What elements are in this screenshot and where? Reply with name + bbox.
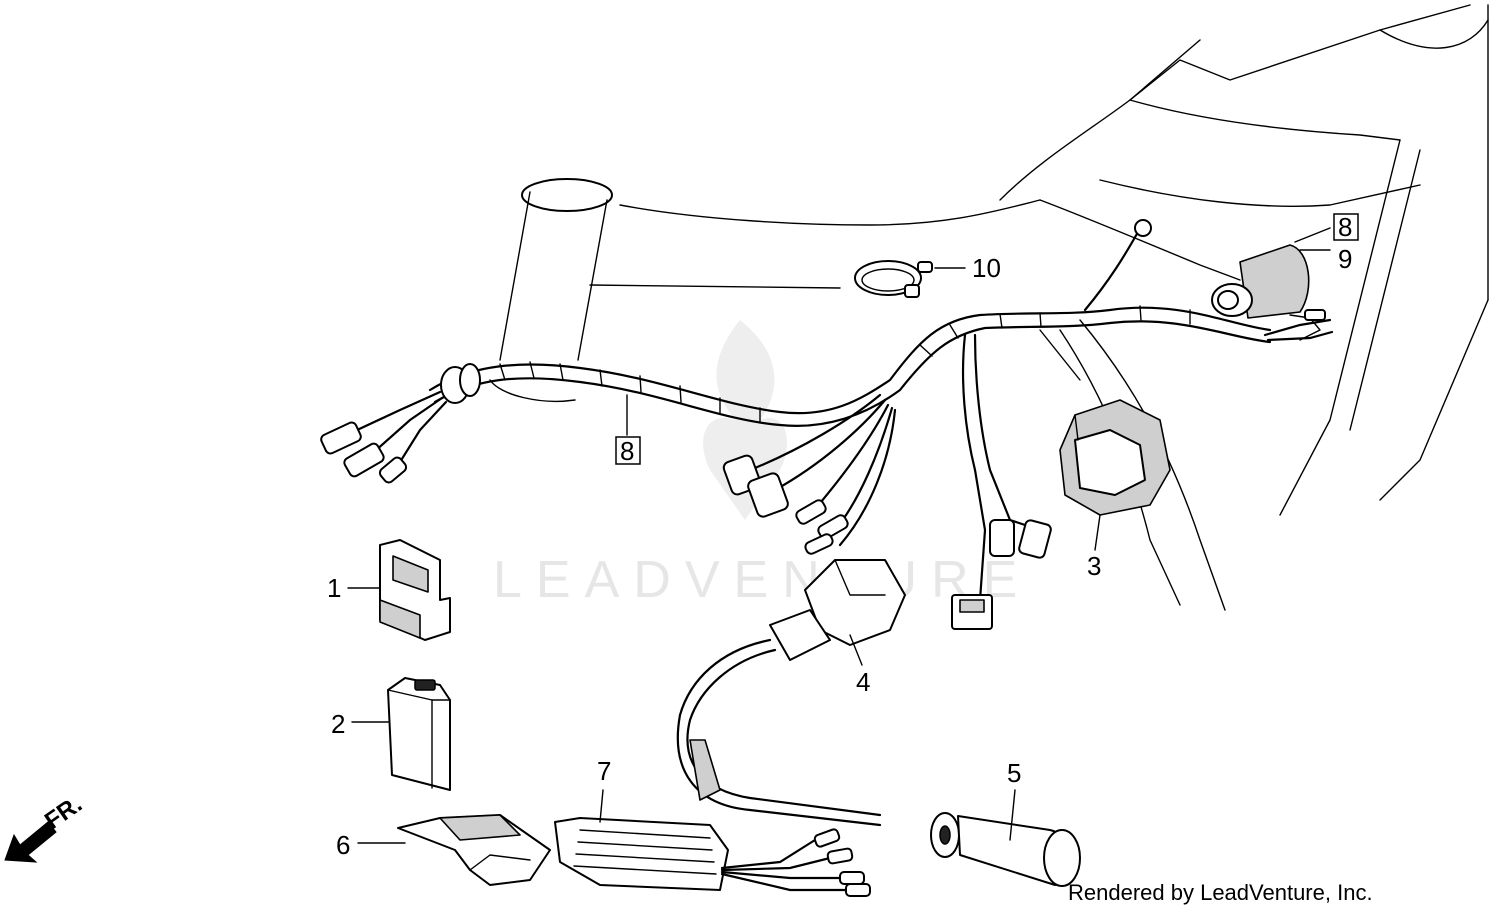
callout-6: 6 xyxy=(336,830,350,860)
callout-7: 7 xyxy=(597,756,611,786)
callout-3: 3 xyxy=(1087,551,1101,581)
callout-2: 2 xyxy=(331,709,345,739)
front-arrow-icon xyxy=(4,821,57,863)
watermark-text: LEADVENTURE xyxy=(493,551,1031,609)
callout-8-harness-box xyxy=(615,436,641,465)
callout-5: 5 xyxy=(1007,758,1021,788)
callout-9: 9 xyxy=(1338,244,1352,274)
callout-8-top-box xyxy=(1333,213,1359,241)
callout-1: 1 xyxy=(327,573,341,603)
part-3-rubber-mount xyxy=(1059,399,1171,516)
leader-lines xyxy=(347,227,1331,844)
frame-outline xyxy=(489,4,1489,611)
part-10-clamp-band xyxy=(854,260,933,298)
credit-text: Rendered by LeadVenture, Inc. xyxy=(1068,880,1373,905)
callout-8-top: 8 xyxy=(1338,212,1352,242)
callout-4: 4 xyxy=(856,667,870,697)
callout-8-harness: 8 xyxy=(620,436,634,466)
part-4-ignition-coil xyxy=(676,559,906,827)
part-1-relay xyxy=(379,539,451,641)
part-9-boot-cover xyxy=(1211,244,1310,319)
part-2-cdi-unit xyxy=(387,677,451,791)
part-7-regulator xyxy=(554,817,871,897)
front-direction-indicator: FR. xyxy=(4,791,87,863)
callout-10: 10 xyxy=(972,253,1001,283)
part-5-cap-grommet xyxy=(930,812,1081,887)
wire-harness xyxy=(320,219,1334,630)
part-6-bracket xyxy=(397,814,551,886)
callouts: 1 2 3 4 5 6 7 8 8 9 10 xyxy=(327,212,1359,860)
harness-wrap-stripes xyxy=(499,305,1191,424)
